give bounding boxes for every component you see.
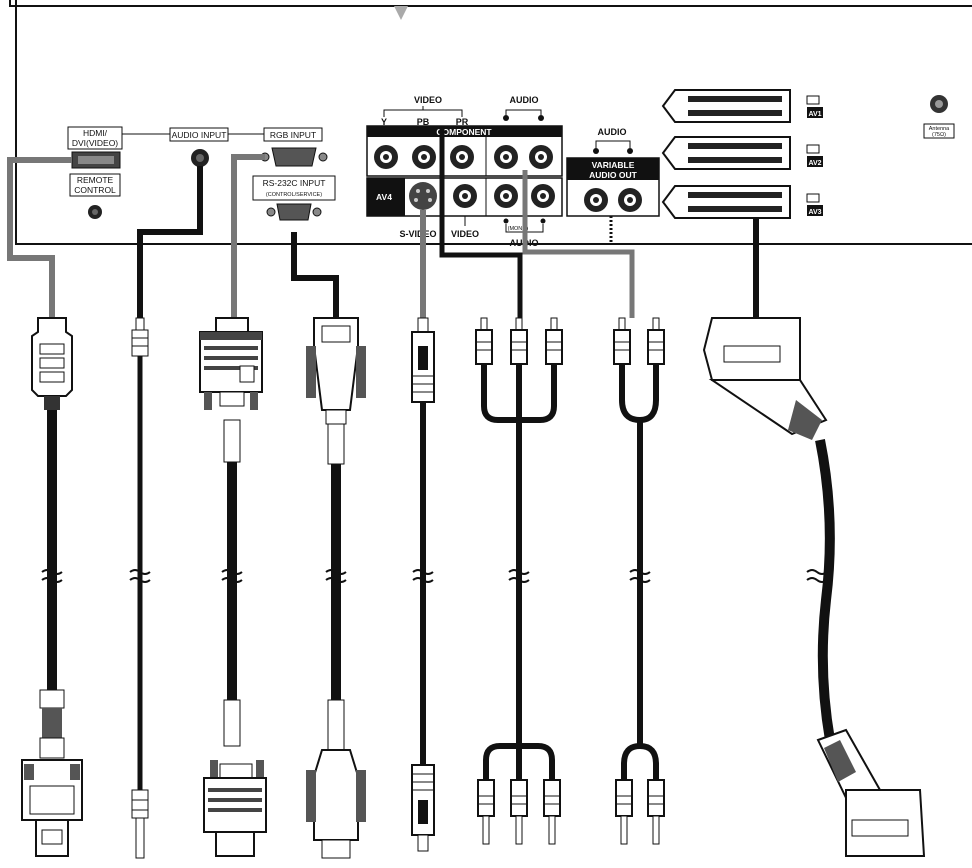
av3-label: AV3 [808, 209, 821, 216]
hdmi-label-box: HDMI/ DVI(VIDEO) [67, 126, 123, 150]
y-label: Y [381, 117, 387, 127]
rgb-input-label-box: RGB INPUT [263, 127, 323, 142]
component-label: COMPONENT [436, 127, 492, 137]
hdmi-port[interactable] [71, 151, 121, 169]
av2-badge: AV2 [806, 144, 823, 167]
variable-audio-r-jack[interactable] [618, 188, 642, 212]
scart-plug-top [702, 317, 828, 440]
d-sub-plug-bottom [203, 760, 267, 857]
rs232-plug-top [306, 317, 366, 425]
antenna-label-line2: (75Ω) [932, 132, 946, 138]
hdmi-dvi-cable [21, 317, 83, 857]
av1-badge: AV1 [806, 95, 823, 118]
antenna-input[interactable] [930, 95, 948, 113]
variable-audio-l-jack[interactable] [584, 188, 608, 212]
antenna-label-line1: Antenna [929, 126, 950, 132]
av1-label: AV1 [808, 111, 821, 118]
rgb-input-port[interactable] [260, 147, 328, 167]
av4-label: AV4 [376, 192, 392, 202]
scart-av3-port[interactable] [661, 185, 791, 219]
audio-input-label: AUDIO INPUT [172, 130, 227, 140]
component-pb-jack[interactable] [412, 145, 436, 169]
variable-audio-cable [613, 317, 665, 845]
pr-label: PR [456, 117, 469, 127]
rgb-cable [199, 317, 267, 857]
av4-video-jack[interactable] [453, 184, 477, 208]
rs232-port[interactable] [266, 203, 322, 221]
s-video-cable [411, 317, 435, 852]
dvi-plug [21, 759, 83, 857]
hdmi-label-line2: DVI(VIDEO) [72, 138, 118, 148]
rs232c-cable [306, 317, 366, 859]
s-video-jack[interactable] [409, 182, 437, 210]
d-sub-plug-top [199, 317, 263, 410]
panel-marker-icon [394, 6, 408, 20]
av3-badge: AV3 [806, 193, 823, 216]
remote-control-label-box: REMOTE CONTROL [69, 173, 121, 197]
scart-av1-port[interactable] [661, 89, 791, 123]
mono-label: (MONO) [508, 226, 529, 232]
component-pr-jack[interactable] [450, 145, 474, 169]
variable-audio-group-label: AUDIO [598, 127, 627, 137]
rs232-label-line2: (CONTROL/SERVICE) [266, 192, 322, 198]
audio-input-label-box: AUDIO INPUT [169, 127, 229, 142]
av4-video-label: VIDEO [451, 229, 479, 239]
cable-routes [7, 126, 759, 318]
component-audio-r-jack[interactable] [529, 145, 553, 169]
rs232-label-line1: RS-232C INPUT [263, 178, 326, 188]
hdmi-plug [31, 317, 73, 410]
rear-panel [9, 0, 972, 245]
audio-group-label: AUDIO [510, 95, 539, 105]
cable-break-marks [41, 569, 828, 583]
video-group-label: VIDEO [414, 95, 442, 105]
rs232-label-box: RS-232C INPUT (CONTROL/SERVICE) [252, 175, 336, 201]
remote-label-line1: REMOTE [77, 175, 114, 185]
remote-label-line2: CONTROL [74, 185, 116, 195]
av4-audio-l-jack[interactable] [494, 184, 518, 208]
scart-cable [702, 317, 926, 857]
pb-label: PB [417, 117, 430, 127]
scart-av2-port[interactable] [661, 136, 791, 170]
av2-label: AV2 [808, 160, 821, 167]
av4-audio-r-jack[interactable] [531, 184, 555, 208]
audio-cable [131, 317, 149, 859]
s-video-label: S-VIDEO [399, 229, 436, 239]
variable-label-line1: VARIABLE [592, 160, 635, 170]
variable-label-line2: AUDIO OUT [589, 170, 638, 180]
hdmi-label-line1: HDMI/ [83, 128, 108, 138]
rs232-plug-bottom [306, 749, 366, 859]
scart-plug-bottom [816, 728, 926, 857]
component-y-jack[interactable] [374, 145, 398, 169]
component-audio-l-jack[interactable] [494, 145, 518, 169]
rgb-input-label: RGB INPUT [270, 130, 316, 140]
